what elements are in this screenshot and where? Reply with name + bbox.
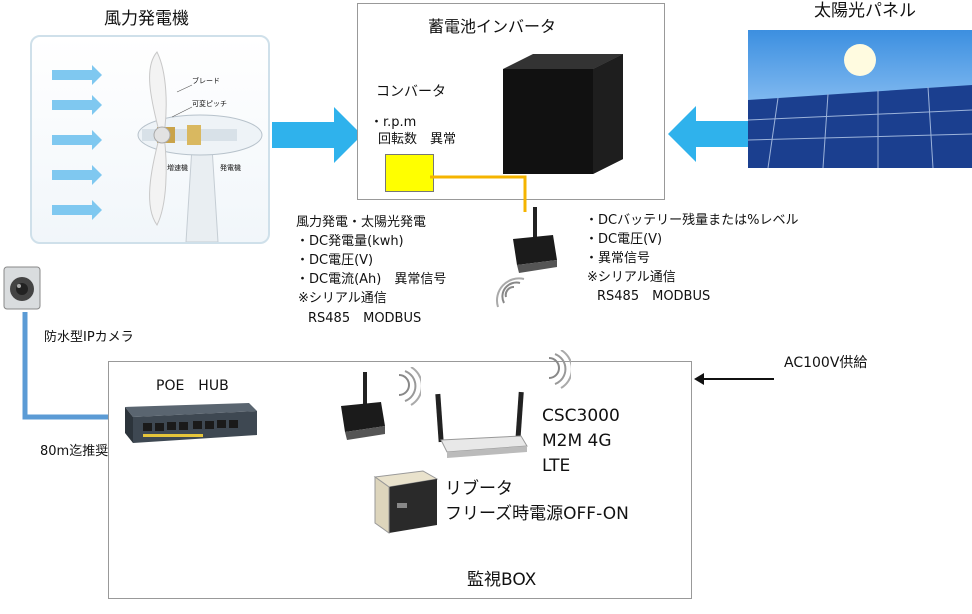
converter-label: コンバータ [376, 84, 446, 100]
inverter-box: 蓄電池インバータ コンバータ ・r.p.m 回転数 異常 [357, 3, 665, 200]
router-model: CSC3000 [542, 406, 620, 426]
monitor-box-title: 監視BOX [467, 570, 537, 590]
info-line: RS485 MODBUS [308, 311, 422, 326]
wind-turbine-title: 風力発電機 [104, 9, 189, 29]
ip-camera-label: 防水型IPカメラ [44, 330, 134, 345]
inverter-title: 蓄電池インバータ [428, 17, 557, 36]
router-lte: LTE [542, 456, 571, 476]
info-line: ・DC発電量(kwh) [296, 234, 404, 249]
wind-turbine-illustration [52, 51, 263, 243]
ip-camera-image [3, 266, 41, 310]
generator-label: 発電機 [220, 164, 241, 172]
camera-cable [22, 312, 120, 420]
info-line: RS485 MODBUS [597, 289, 711, 304]
wifi-signal-icon [496, 277, 525, 308]
info-line: ・DC電流(Ah) 異常信号 [296, 272, 447, 287]
rebooter-image [373, 470, 439, 534]
info-line: ・DC電圧(V) [296, 253, 374, 268]
gearbox-label: 増速機 [167, 164, 188, 172]
pitch-label: 可変ピッチ [192, 100, 227, 108]
rpm-anomaly-label: 回転数 異常 [378, 132, 457, 147]
solar-panel-image [748, 30, 972, 168]
blade-label: ブレード [192, 77, 220, 85]
inverter-unit-image [503, 54, 623, 174]
wifi-signal-icon [398, 367, 421, 406]
rebooter-label: リブータ [445, 479, 513, 499]
wifi-signal-icon [548, 350, 571, 389]
wind-to-inverter-arrow [272, 107, 362, 163]
info-line: ・異常信号 [585, 251, 651, 266]
serial-cable [430, 175, 527, 212]
power-arrow [694, 373, 774, 385]
monitor-box: POE HUB CSC3000 M2M 4G LTE [108, 350, 692, 599]
converter-box [385, 154, 434, 192]
wireless-module-box [341, 372, 385, 440]
power-supply-label: AC100V供給 [784, 355, 868, 371]
m2m-router-image [435, 391, 528, 458]
poe-hub-label: POE HUB [156, 378, 229, 394]
info-line: ※シリアル通信 [587, 270, 676, 285]
poe-hub-image [125, 403, 257, 443]
info-line: ※シリアル通信 [298, 291, 387, 306]
info-line: ・DCバッテリー残量または%レベル [585, 213, 799, 228]
info-line: 風力発電・太陽光発電 [296, 215, 427, 230]
router-network: M2M 4G [542, 431, 612, 451]
cable-distance-label: 80m迄推奨 [40, 444, 109, 459]
info-line: ・DC電圧(V) [585, 232, 663, 247]
wind-turbine-image: ブレード 可変ピッチ 増速機 発電機 [30, 35, 270, 244]
solar-to-inverter-arrow [668, 106, 748, 162]
wireless-module-top [513, 207, 557, 273]
rpm-label: ・r.p.m [370, 115, 417, 130]
rebooter-description: フリーズ時電源OFF-ON [445, 504, 629, 524]
solar-panel-title: 太陽光パネル [814, 1, 916, 21]
